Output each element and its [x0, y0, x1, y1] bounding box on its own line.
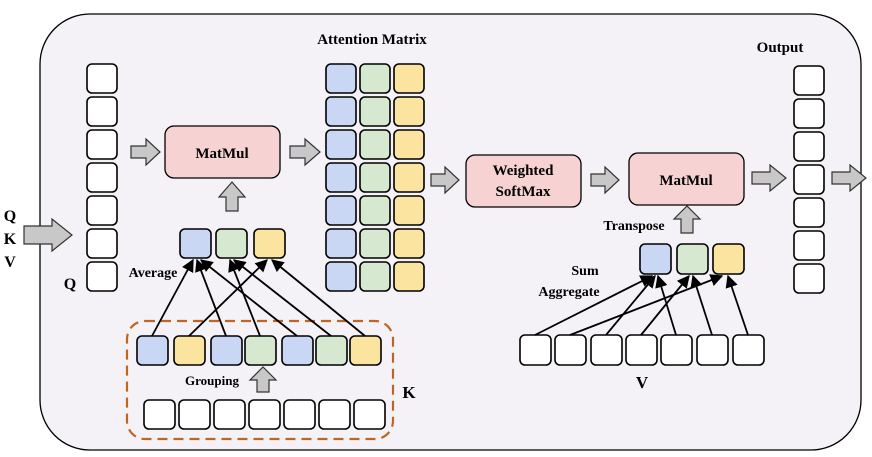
v-row — [519, 334, 765, 366]
attention-matrix-title: Attention Matrix — [317, 32, 427, 48]
grouping-label: Grouping — [185, 373, 239, 388]
average-up-arrow-icon — [217, 181, 247, 212]
average-row — [179, 228, 286, 259]
q-to-matmul-arrow-icon — [130, 137, 161, 167]
k-dashed-region — [125, 319, 395, 441]
matmul-label-1: MatMul — [195, 146, 248, 162]
input-label-v: V — [4, 254, 16, 271]
main-panel — [39, 13, 862, 451]
q-column — [86, 63, 118, 292]
matmul-box-1 — [164, 125, 281, 179]
output-title: Output — [757, 40, 804, 56]
input-arrow-icon — [23, 217, 73, 253]
attention-col-green — [359, 63, 391, 292]
weighted-softmax-label-1: Weighted — [493, 163, 554, 179]
sum-label: Sum — [571, 264, 599, 279]
q-label: Q — [64, 276, 76, 293]
matmul-box-2 — [628, 152, 745, 206]
v-label: V — [636, 373, 649, 392]
average-connectors — [151, 258, 366, 337]
sum-aggregate-row — [639, 243, 745, 275]
grouped-k-row — [136, 335, 382, 366]
softmax-to-matmul-arrow-icon — [590, 165, 620, 195]
matmul-label-2: MatMul — [659, 173, 712, 189]
input-label-k: K — [4, 231, 17, 248]
weighted-softmax-label-2: SoftMax — [496, 184, 551, 200]
aggregate-label: Aggregate — [538, 285, 599, 300]
average-label: Average — [129, 266, 178, 281]
sum-connectors — [534, 274, 749, 336]
weighted-softmax-box — [465, 154, 582, 208]
attention-matrix — [325, 63, 425, 292]
output-out-arrow-icon — [831, 163, 867, 193]
attention-to-softmax-arrow-icon — [430, 165, 460, 195]
transpose-label: Transpose — [603, 219, 664, 234]
output-column — [793, 65, 825, 294]
grouping-up-arrow-icon — [248, 366, 278, 393]
attention-col-yellow — [393, 63, 425, 292]
transpose-up-arrow-icon — [672, 205, 702, 234]
matmul-to-output-arrow-icon — [751, 163, 787, 193]
attention-col-blue — [325, 63, 357, 292]
raw-k-row — [143, 399, 386, 430]
k-label: K — [402, 383, 416, 402]
input-label-q: Q — [4, 208, 16, 225]
matmul-to-attention-arrow-icon — [289, 137, 321, 167]
grey-arrows — [23, 137, 867, 393]
